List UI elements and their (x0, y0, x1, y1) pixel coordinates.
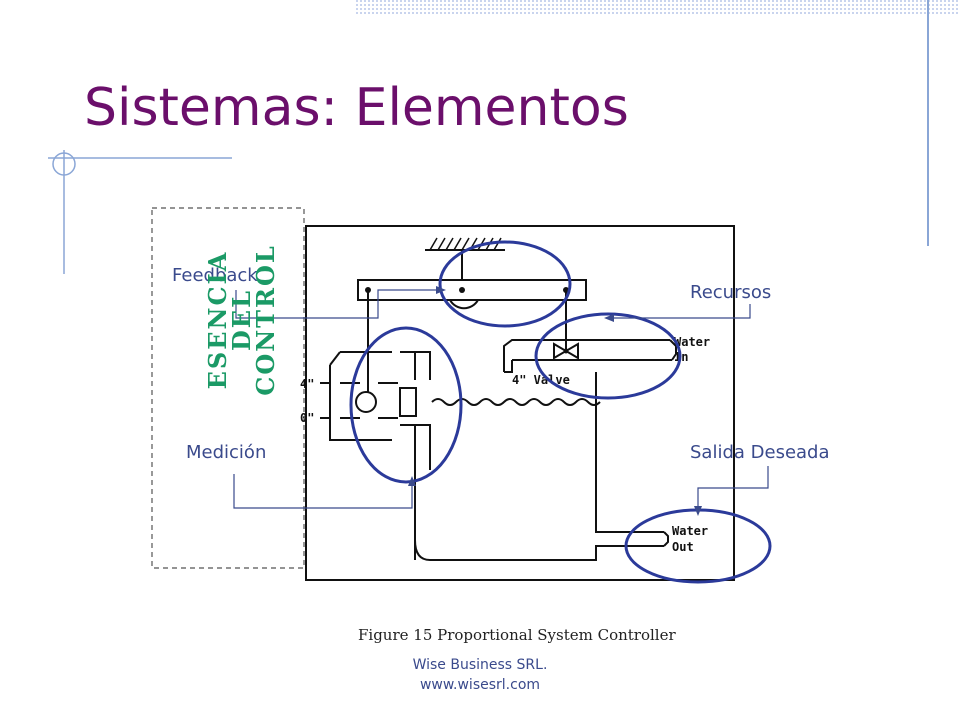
outlet-cap (663, 531, 669, 547)
recursos-leader (612, 304, 751, 319)
valve-stem (563, 348, 569, 354)
recursos-label: Recursos (690, 282, 772, 303)
dashed-frame (151, 207, 305, 569)
essence-of-control-label: ESENCIA DEL CONTROL (203, 225, 280, 415)
inlet-pipe (503, 339, 672, 373)
level-0in-label: 0" (300, 411, 314, 425)
measurement-highlight (349, 326, 463, 484)
valve-label: 4" Valve (512, 373, 570, 387)
figure-caption: Figure 15 Proportional System Controller (358, 626, 676, 644)
essence-line-1: ESENCIA DEL (203, 250, 256, 390)
water-out-label-1: Water (672, 524, 708, 538)
tank-right-wall (400, 351, 431, 560)
feedback-leader (235, 289, 438, 319)
footer: Wise Business SRL. www.wisesrl.com (380, 655, 580, 695)
level-4in-label: 4" (300, 377, 314, 391)
lever-pin-center (459, 287, 465, 293)
feedback-arrowhead (436, 286, 446, 294)
salida-leader (697, 466, 769, 508)
water-in-label-1: Water (674, 335, 710, 349)
water-out-label-2: Out (672, 540, 694, 554)
resources-highlight (534, 312, 682, 400)
footer-company: Wise Business SRL. (412, 657, 548, 673)
essence-line-2: CONTROL (251, 244, 280, 396)
lever-arm (357, 279, 587, 301)
outlet-pipe (414, 372, 664, 561)
sight-glass (399, 387, 417, 417)
page-title: Sistemas: Elementos (84, 78, 629, 138)
salida-arrowhead (694, 506, 702, 516)
medicion-arrowhead (408, 476, 416, 486)
inlet-cap (669, 339, 677, 361)
float-ball (355, 391, 377, 413)
figure-frame (305, 225, 735, 581)
medicion-label: Medición (186, 442, 267, 463)
recursos-arrowhead (604, 314, 614, 322)
feedback-label: Feedback (172, 265, 258, 286)
pivot-weight (449, 299, 479, 310)
medicion-leader (233, 474, 413, 509)
decor-pattern-block (355, 0, 960, 14)
salida-deseada-label: Salida Deseada (690, 442, 830, 463)
feedback-highlight (438, 240, 572, 328)
decor-ring (52, 152, 76, 176)
level-marks (320, 382, 398, 419)
footer-website: www.wisesrl.com (419, 677, 541, 693)
